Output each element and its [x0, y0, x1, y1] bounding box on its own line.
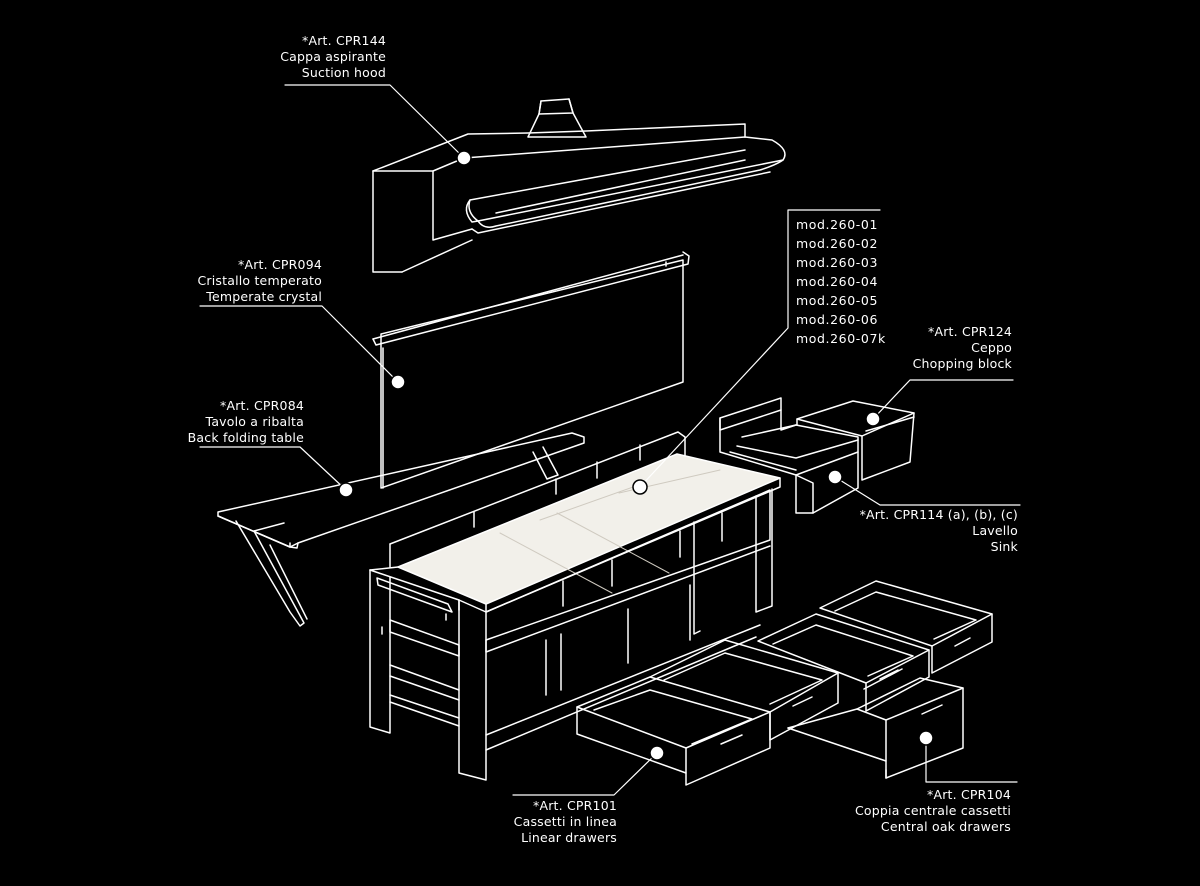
- island-cabinet-drawing: [369, 431, 781, 781]
- sink-en: Sink: [990, 539, 1018, 554]
- table-art: *Art. CPR084: [220, 398, 304, 413]
- callout-dots: [338, 150, 934, 761]
- central-en: Central oak drawers: [880, 819, 1011, 834]
- crystal-leader: [199, 305, 399, 383]
- model-item: mod.260-02: [796, 236, 879, 251]
- central-dot: [918, 730, 934, 746]
- leader-lines: [199, 84, 1021, 796]
- block-art: *Art. CPR124: [928, 324, 1012, 339]
- crystal-en: Temperate crystal: [206, 289, 322, 304]
- linear-art: *Art. CPR101: [533, 798, 617, 813]
- model-list: mod.260-01 mod.260-02 mod.260-03 mod.260…: [796, 215, 886, 348]
- central-drawers-label: *Art. CPR104 Coppia centrale cassetti Ce…: [830, 787, 1011, 835]
- central-it: Coppia centrale cassetti: [855, 803, 1011, 818]
- block-leader: [872, 379, 1014, 420]
- crystal-dot: [390, 374, 406, 390]
- sink-label: *Art. CPR114 (a), (b), (c) Lavello Sink: [840, 507, 1018, 555]
- hood-label: *Art. CPR144 Cappa aspirante Suction hoo…: [250, 33, 386, 81]
- block-dot: [865, 411, 881, 427]
- hood-leader: [284, 84, 465, 159]
- sink-dot: [827, 469, 843, 485]
- hood-art: *Art. CPR144: [302, 33, 386, 48]
- table-en: Back folding table: [187, 430, 304, 445]
- model-item: mod.260-05: [796, 293, 879, 308]
- central-leader: [925, 737, 1018, 783]
- model-item: mod.260-01: [796, 217, 879, 232]
- table-dot: [338, 482, 354, 498]
- linear-drawers-drawing: [576, 639, 839, 786]
- crystal-it: Cristallo temperato: [197, 273, 322, 288]
- tempered-crystal-drawing: [372, 251, 690, 489]
- models-leader: [639, 209, 881, 488]
- block-it: Ceppo: [971, 340, 1012, 355]
- sink-art: *Art. CPR114 (a), (b), (c): [859, 507, 1018, 522]
- model-item: mod.260-07k: [796, 331, 886, 346]
- table-label: *Art. CPR084 Tavolo a ribalta Back foldi…: [180, 398, 304, 446]
- block-en: Chopping block: [912, 356, 1012, 371]
- linear-dot: [649, 745, 665, 761]
- hood-dot: [456, 150, 472, 166]
- chopping-block-drawing: [796, 400, 915, 481]
- back-folding-table-drawing: [217, 432, 585, 627]
- linear-leader: [512, 752, 658, 796]
- hood-en: Suction hood: [301, 65, 386, 80]
- model-item: mod.260-06: [796, 312, 879, 327]
- sink-leader: [834, 476, 1021, 506]
- linear-it: Cassetti in linea: [513, 814, 617, 829]
- central-drawers-drawing: [757, 580, 993, 779]
- suction-hood-drawing: [372, 98, 786, 273]
- table-leader: [199, 446, 347, 491]
- table-it: Tavolo a ribalta: [205, 414, 304, 429]
- central-art: *Art. CPR104: [927, 787, 1011, 802]
- sink-drawing: [719, 397, 859, 514]
- crystal-art: *Art. CPR094: [238, 257, 322, 272]
- sink-it: Lavello: [972, 523, 1018, 538]
- model-item: mod.260-04: [796, 274, 879, 289]
- linear-en: Linear drawers: [521, 830, 617, 845]
- linear-drawers-label: *Art. CPR101 Cassetti in linea Linear dr…: [480, 798, 617, 846]
- hood-it: Cappa aspirante: [280, 49, 386, 64]
- block-label: *Art. CPR124 Ceppo Chopping block: [880, 324, 1012, 372]
- model-item: mod.260-03: [796, 255, 879, 270]
- crystal-label: *Art. CPR094 Cristallo temperato Tempera…: [180, 257, 322, 305]
- worktop-dot: [632, 479, 648, 495]
